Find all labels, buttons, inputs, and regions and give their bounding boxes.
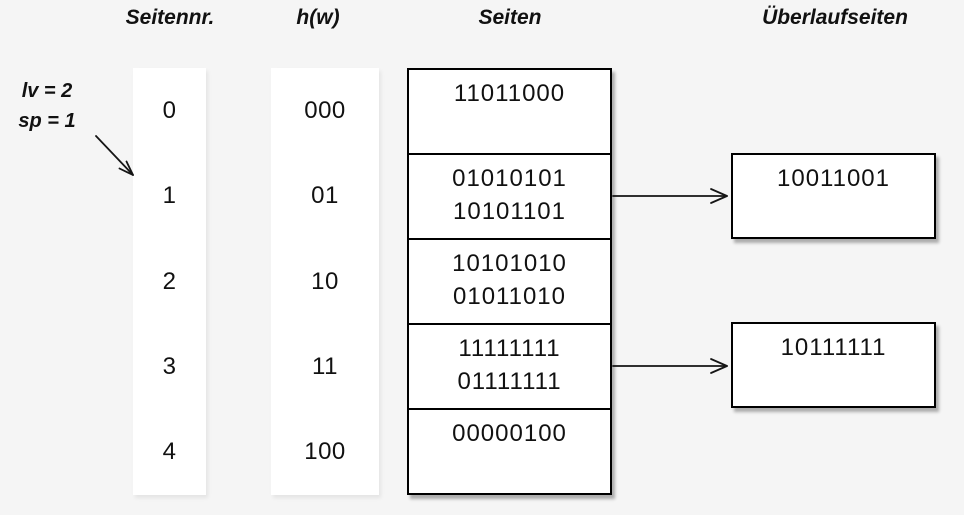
page-number: 1: [162, 182, 177, 210]
bucket-4: 00000100: [409, 408, 610, 493]
bucket-3: 11111111 01111111: [409, 323, 610, 408]
page-number: 2: [162, 267, 177, 295]
header-ueberlaufseiten: Überlaufseiten: [762, 6, 908, 29]
primary-pages-table: 11011000 01010101 10101101 10101010 0101…: [407, 68, 612, 495]
header-seitennr: Seitennr.: [125, 6, 215, 29]
header-seiten: Seiten: [478, 6, 542, 29]
overflow-arrow-bucket-3: [612, 358, 728, 374]
bucket-entry: 11111111: [458, 335, 561, 362]
overflow-arrow-bucket-1: [612, 188, 728, 204]
bucket-entry: 01111111: [457, 368, 562, 395]
overflow-page-bucket-1: 10011001: [731, 153, 936, 239]
page-number: 0: [162, 96, 177, 124]
split-pointer-value: sp = 1: [18, 110, 76, 132]
page-number: 3: [162, 352, 177, 380]
bucket-entry: 00000100: [452, 420, 567, 447]
bucket-entry: 01011010: [453, 283, 566, 310]
split-pointer-arrow: [95, 135, 134, 176]
hash-prefix: 000: [304, 96, 346, 124]
bucket-0: 11011000: [409, 70, 610, 153]
bucket-entry: 10101010: [452, 250, 567, 277]
overflow-entry: 10111111: [780, 334, 887, 361]
bucket-entry: 10101101: [453, 198, 566, 225]
bucket-1: 01010101 10101101: [409, 153, 610, 238]
page-number-column: 0 1 2 3 4: [133, 68, 206, 495]
hash-prefix: 01: [311, 182, 339, 210]
hash-prefix-column: 000 01 10 11 100: [271, 68, 379, 495]
bucket-2: 10101010 01011010: [409, 238, 610, 323]
overflow-entry: 10011001: [777, 165, 890, 192]
hash-prefix: 10: [311, 267, 339, 295]
overflow-page-bucket-3: 10111111: [731, 322, 936, 408]
page-number: 4: [162, 438, 177, 466]
hash-prefix: 11: [312, 352, 338, 380]
state-annotation: lv = 2 sp = 1: [10, 76, 84, 136]
bucket-entry: 11011000: [453, 80, 566, 107]
bucket-entry: 01010101: [452, 165, 567, 192]
header-hash-function: h(w): [296, 6, 340, 29]
level-value: lv = 2: [21, 80, 73, 102]
hash-prefix: 100: [304, 438, 346, 466]
